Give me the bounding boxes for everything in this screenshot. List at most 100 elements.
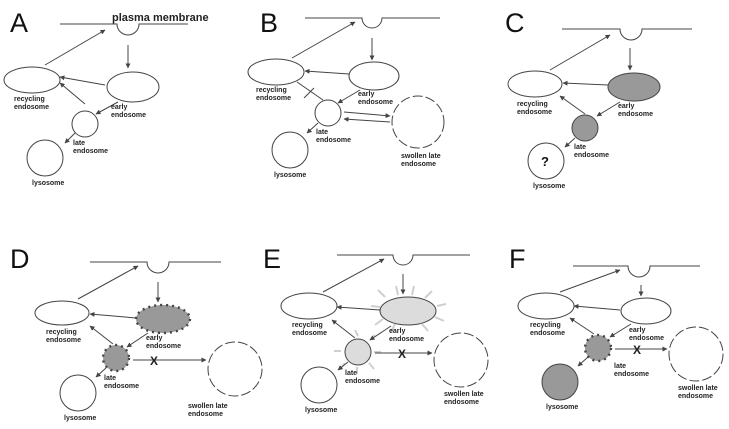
early-endosome bbox=[620, 297, 672, 325]
recycling-label-2: endosome bbox=[530, 330, 565, 337]
plasma-membrane bbox=[90, 261, 221, 274]
block-x-mark: X bbox=[633, 343, 641, 357]
block-x-mark: X bbox=[398, 347, 406, 361]
early-label-2: endosome bbox=[146, 343, 181, 350]
panel-b: B recycling endosome early endosome late… bbox=[247, 8, 445, 179]
blocked-late-to-recycling bbox=[296, 81, 324, 101]
recycling-endosome bbox=[34, 300, 90, 326]
early-label-2: endosome bbox=[358, 99, 393, 106]
arrow-recycling-to-membrane bbox=[559, 269, 621, 293]
recycling-label-2: endosome bbox=[256, 95, 291, 102]
recycling-label-1: recycling bbox=[530, 322, 561, 329]
lysosome-label: lysosome bbox=[305, 407, 337, 414]
arrow-early-to-late bbox=[337, 89, 361, 104]
arrow-early-to-late bbox=[369, 325, 392, 341]
panel-a: A plasma membrane recycling endosome ear… bbox=[3, 8, 209, 187]
plasma-membrane bbox=[573, 265, 700, 278]
arrow-early-to-late bbox=[609, 323, 632, 338]
early-label-1: early bbox=[358, 91, 374, 98]
plasma-membrane bbox=[60, 23, 188, 36]
recycling-label-2: endosome bbox=[292, 330, 327, 337]
arrow-early-to-late bbox=[95, 101, 119, 115]
block-cross bbox=[303, 87, 315, 99]
late-label-1: late bbox=[614, 363, 626, 370]
lysosome-label: lysosome bbox=[274, 172, 306, 179]
recycling-endosome bbox=[280, 292, 338, 320]
arrow-early-to-recycling bbox=[573, 303, 621, 311]
late-label-2: endosome bbox=[73, 148, 108, 155]
late-endosome bbox=[71, 110, 99, 138]
early-endosome bbox=[106, 71, 160, 103]
early-label-2: endosome bbox=[389, 336, 424, 343]
early-label-1: early bbox=[146, 335, 162, 342]
swollen-label-2: endosome bbox=[188, 411, 223, 418]
recycling-label-1: recycling bbox=[517, 101, 548, 108]
early-endosome bbox=[134, 303, 192, 335]
lysosome-label: lysosome bbox=[64, 415, 96, 422]
recycling-label-1: recycling bbox=[256, 87, 287, 94]
arrow-late-to-lysosome bbox=[95, 367, 107, 378]
recycling-endosome bbox=[517, 292, 575, 320]
arrow-late-to-swollen bbox=[343, 111, 391, 119]
lysosome bbox=[300, 366, 338, 404]
arrow-swollen-to-late bbox=[343, 116, 391, 123]
recycling-label-2: endosome bbox=[517, 109, 552, 116]
early-label-2: endosome bbox=[629, 335, 664, 342]
late-label-1: late bbox=[104, 375, 116, 382]
swollen-label-1: swollen late bbox=[444, 391, 484, 398]
plasma-membrane-label: plasma membrane bbox=[112, 12, 209, 24]
swollen-late-endosome bbox=[433, 332, 489, 388]
swollen-label-1: swollen late bbox=[401, 153, 441, 160]
arrow-early-to-recycling bbox=[304, 68, 350, 75]
arrow-recycling-to-membrane bbox=[44, 29, 106, 66]
recycling-endosome bbox=[247, 58, 305, 86]
early-endosome bbox=[348, 61, 400, 91]
late-label-2: endosome bbox=[574, 152, 609, 159]
arrow-late-to-recycling bbox=[59, 82, 86, 105]
plasma-membrane bbox=[562, 28, 692, 41]
arrow-late-to-recycling bbox=[559, 95, 586, 115]
swollen-label-2: endosome bbox=[678, 393, 713, 400]
late-label-2: endosome bbox=[345, 378, 380, 385]
late-label-2: endosome bbox=[104, 383, 139, 390]
early-label-2: endosome bbox=[618, 111, 653, 118]
arrow-early-to-late bbox=[596, 101, 621, 117]
arrow-late-to-lysosome bbox=[577, 356, 589, 367]
arrow-late-to-lysosome bbox=[564, 137, 576, 148]
lysosome bbox=[26, 139, 64, 177]
swollen-late-endosome bbox=[207, 341, 263, 397]
early-endosome bbox=[379, 296, 437, 326]
arrow-late-to-lysosome bbox=[337, 361, 349, 371]
lysosome bbox=[271, 131, 309, 169]
late-label-1: late bbox=[73, 140, 85, 147]
arrow-early-to-recycling bbox=[336, 304, 381, 311]
arrow-early-to-recycling bbox=[89, 311, 137, 319]
early-label-1: early bbox=[618, 103, 634, 110]
early-label-1: early bbox=[389, 328, 405, 335]
lysosome-label: lysosome bbox=[533, 183, 565, 190]
arrow-early-to-recycling bbox=[562, 80, 609, 86]
arrow-recycling-to-membrane bbox=[322, 258, 385, 293]
lysosome bbox=[541, 363, 579, 401]
swollen-label-1: swollen late bbox=[678, 385, 718, 392]
late-endosome bbox=[101, 343, 131, 373]
early-endosome-spikes bbox=[370, 285, 447, 333]
late-label-1: late bbox=[345, 370, 357, 377]
swollen-label-2: endosome bbox=[401, 161, 436, 168]
arrow-early-to-recycling bbox=[59, 75, 106, 86]
plasma-membrane bbox=[337, 254, 470, 266]
recycling-label-2: endosome bbox=[46, 337, 81, 344]
late-label-2: endosome bbox=[316, 137, 351, 144]
late-label-2: endosome bbox=[614, 371, 649, 378]
late-label-1: late bbox=[574, 144, 586, 151]
arrow-recycling-to-membrane bbox=[291, 21, 356, 59]
arrow-early-to-late bbox=[126, 332, 149, 348]
arrow-late-to-recycling bbox=[89, 325, 114, 345]
recycling-label-2: endosome bbox=[14, 104, 49, 111]
panel-letter: C bbox=[505, 8, 525, 38]
early-label-1: early bbox=[629, 327, 645, 334]
late-endosome bbox=[344, 338, 372, 366]
block-x-mark: X bbox=[150, 354, 158, 368]
panel-letter: E bbox=[263, 244, 281, 274]
